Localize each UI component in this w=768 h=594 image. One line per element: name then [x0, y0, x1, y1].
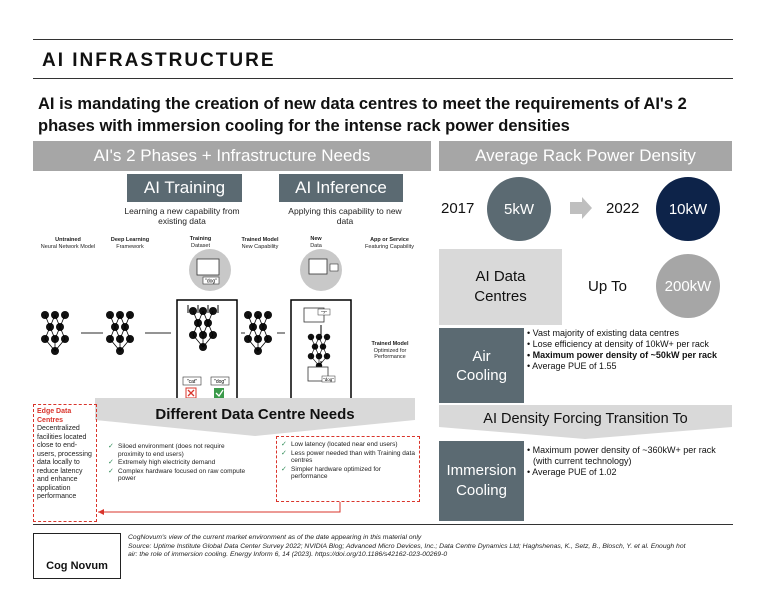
ai-training-title: AI Training [127, 174, 242, 202]
training-net [188, 306, 218, 352]
density-2017-value: 5kW [504, 200, 534, 218]
query-tag-text: "?" [321, 310, 327, 315]
footer-note: CogNovum's view of the current market en… [128, 534, 422, 541]
dog-tag-box [202, 276, 220, 285]
air-cooling-box: Air Cooling [439, 328, 524, 403]
query-tag-box [317, 308, 331, 316]
arrow-right-icon [570, 197, 592, 219]
optimized-net [307, 333, 331, 370]
inference-need-item: Low latency (located near end users) [281, 441, 415, 449]
training-needs-list: Siloed environment (does not require pro… [108, 443, 248, 484]
footer-source: Source: Uptime Institute Global Data Cen… [128, 542, 686, 559]
untrained-net [40, 310, 70, 356]
dog-result-text: "dog" [214, 379, 226, 385]
result-tag-text: "dog" [323, 377, 334, 382]
air-cooling-bullets: Vast majority of existing data centres L… [527, 328, 733, 372]
edge-connector [98, 502, 341, 515]
page-title: AI INFRASTRUCTURE [42, 50, 276, 71]
air-cooling-label: Air Cooling [456, 347, 507, 384]
density-ai-value: 200kW [664, 277, 712, 295]
inference-need-item: Less power needed than with Training dat… [281, 450, 415, 465]
inference-need-item: Simpler hardware optimized for performan… [281, 466, 415, 481]
immersion-bullet: Maximum power density of ~360kW+ per rac… [527, 445, 733, 467]
inference-needs-box: Low latency (located near end users) Les… [276, 436, 420, 502]
inference-needs-list: Low latency (located near end users) Les… [281, 441, 415, 481]
ai-phases-diagram: "dog" "cat" "dog" "?" "dog" [40, 249, 352, 401]
phases-banner: AI's 2 Phases + Infrastructure Needs [33, 141, 431, 171]
ai-data-centres-label: AI Data Centres [474, 268, 527, 305]
air-bullet: Lose efficiency at density of 10kW+ per … [527, 339, 733, 350]
edge-text: Decentralized facilities located close t… [37, 425, 92, 500]
air-bullet: Average PUE of 1.55 [527, 361, 733, 372]
footer-rule [33, 524, 733, 525]
logo-text: Cog Novum [46, 560, 108, 572]
training-desc: Learning a new capability from existing … [124, 206, 240, 226]
needs-banner: Different Data Centre Needs [155, 406, 355, 423]
ai-inference-title: AI Inference [279, 174, 403, 202]
ai-data-centres-box: AI Data Centres [439, 249, 562, 325]
immersion-cooling-box: Immersion Cooling [439, 441, 524, 521]
framework-net [105, 310, 135, 356]
density-ai-circle: 200kW [656, 254, 720, 318]
trained-net [243, 310, 273, 356]
title-rule [33, 78, 733, 79]
camera-icon [329, 263, 339, 272]
dog-result-box [210, 376, 230, 386]
dog-tag-text: "dog" [205, 279, 217, 285]
immersion-cooling-label: Immersion Cooling [446, 462, 517, 499]
training-need-item: Complex hardware focused on raw compute … [108, 468, 248, 483]
inference-desc: Applying this capability to new data [288, 206, 402, 226]
cat-tag-text: "cat" [187, 379, 197, 385]
transition-banner: AI Density Forcing Transition To [483, 411, 688, 427]
immersion-bullet: Average PUE of 1.02 [527, 467, 733, 478]
air-bullet: Maximum power density of ~50kW per rack [527, 350, 733, 361]
density-2017-circle: 5kW [487, 177, 551, 241]
density-2022-circle: 10kW [656, 177, 720, 241]
year-2022: 2022 [606, 200, 640, 217]
cog-novum-logo: Cog Novum [33, 533, 121, 579]
footer-notes: CogNovum's view of the current market en… [128, 534, 688, 560]
correct-icon [214, 388, 224, 398]
immersion-cooling-bullets: Maximum power density of ~360kW+ per rac… [527, 445, 733, 478]
cat-tag-box [182, 376, 202, 386]
headline: AI is mandating the creation of new data… [38, 95, 687, 135]
edge-title: Edge Data Centres [37, 408, 72, 424]
new-image-icon [308, 258, 328, 275]
dog-image-icon [196, 258, 220, 276]
top-rule [33, 39, 733, 40]
up-to-label: Up To [588, 278, 627, 295]
year-2017: 2017 [441, 200, 475, 217]
training-need-item: Extremely high electricity demand [108, 459, 248, 467]
result-tag-box [321, 375, 336, 383]
density-banner: Average Rack Power Density [439, 141, 732, 171]
transition-banner-shape [439, 405, 732, 439]
training-need-item: Siloed environment (does not require pro… [108, 443, 248, 458]
air-bullet: Vast majority of existing data centres [527, 328, 733, 339]
needs-banner-shape [95, 398, 415, 436]
edge-data-centres-box: Edge Data Centres Decentralized faciliti… [33, 404, 97, 522]
density-2022-value: 10kW [668, 200, 708, 218]
